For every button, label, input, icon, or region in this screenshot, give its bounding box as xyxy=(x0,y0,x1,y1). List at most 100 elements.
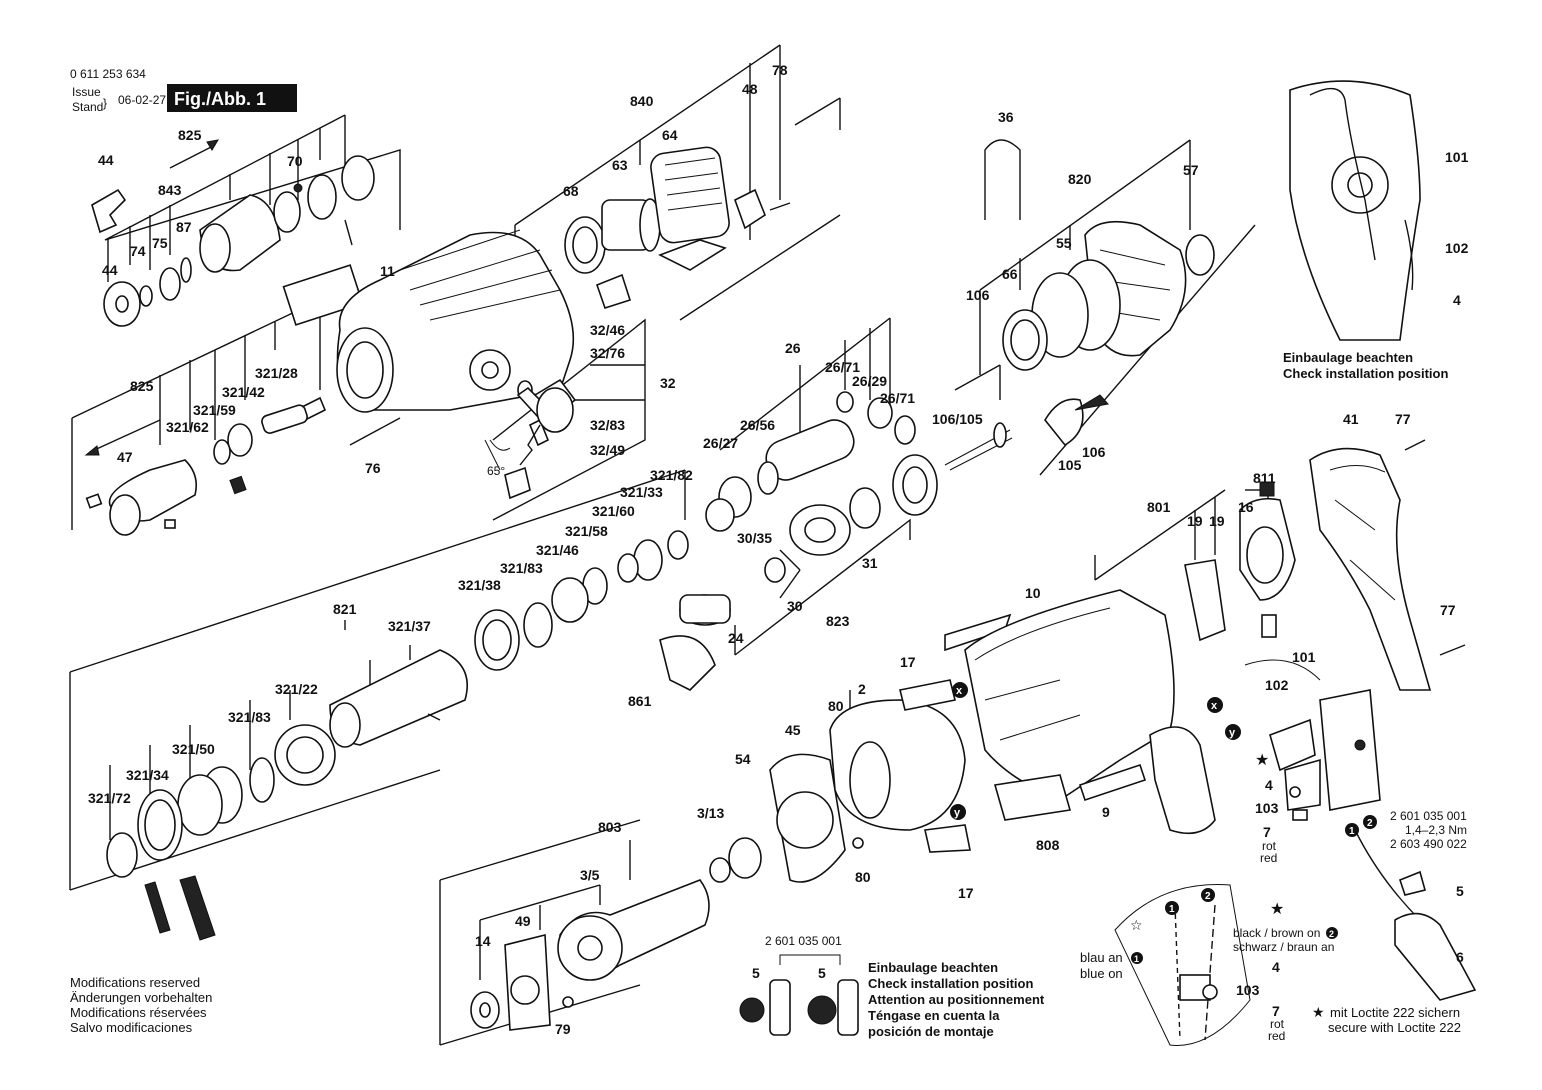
callout-c9: 9 xyxy=(1102,804,1110,820)
callout-y-mark: y xyxy=(1229,727,1236,739)
torque-part-b: 2 603 490 022 xyxy=(1390,837,1467,851)
star-icon: ★ xyxy=(1312,1005,1325,1021)
switch-parts xyxy=(1244,659,1381,821)
ring-70 xyxy=(273,191,301,233)
callout-c843: 843 xyxy=(158,182,182,198)
callout-c11: 11 xyxy=(380,263,395,279)
callout-c26-71a: 26/71 xyxy=(825,359,860,375)
callout-c80a: 80 xyxy=(828,698,844,714)
callout-c2: 2 xyxy=(858,681,866,697)
callout-c77a: 77 xyxy=(1395,411,1411,427)
callout-y-mark: y xyxy=(954,807,961,819)
mods-line-4: Salvo modificaciones xyxy=(70,1020,193,1035)
callout-c41: 41 xyxy=(1343,411,1359,427)
mods-line-3: Modifications réservées xyxy=(70,1005,207,1020)
callout-n1: 1 xyxy=(1134,954,1139,964)
part-number: 0 611 253 634 xyxy=(70,67,146,81)
inset-wiring-bottom xyxy=(1114,829,1477,1046)
inset-note-de: Einbaulage beachten xyxy=(1283,350,1413,365)
install-line-2: Check installation position xyxy=(868,976,1033,991)
callout-c825a: 825 xyxy=(178,127,202,143)
callout-c801: 801 xyxy=(1147,499,1171,515)
install-line-3: Attention au positionnement xyxy=(868,992,1045,1007)
callout-c31: 31 xyxy=(862,555,878,571)
brush-part: 2 601 035 001 xyxy=(765,934,842,948)
spring-clip-44 xyxy=(91,188,127,234)
callout-c6: 6 xyxy=(1456,949,1464,965)
install-line-1: Einbaulage beachten xyxy=(868,960,998,975)
callout-c32-49: 32/49 xyxy=(590,442,625,458)
callout-n1: 1 xyxy=(1169,904,1175,915)
callout-c78: 78 xyxy=(772,62,788,78)
star-icon: ★ xyxy=(1255,750,1269,769)
callout-c79: 79 xyxy=(555,1021,571,1037)
callout-c803: 803 xyxy=(598,819,622,835)
callout-c26-71b: 26/71 xyxy=(880,390,915,406)
callout-c321-58: 321/58 xyxy=(565,523,608,539)
issue-label: Issue xyxy=(72,85,101,99)
spindle-parts-821 xyxy=(106,530,689,941)
callout-c820: 820 xyxy=(1068,171,1092,187)
callout-c321-22: 321/22 xyxy=(275,681,318,697)
callout-c823: 823 xyxy=(826,613,850,629)
callout-c4a: 4 xyxy=(1265,777,1273,793)
callout-c5a: 5 xyxy=(818,965,826,981)
callout-c321-33: 321/33 xyxy=(620,484,663,500)
handle-9 xyxy=(1149,726,1216,835)
wire-blau-note: blau an xyxy=(1080,950,1123,965)
callout-c321-59: 321/59 xyxy=(193,402,236,418)
callout-red-b: red xyxy=(1268,1029,1285,1043)
callout-c3-13: 3/13 xyxy=(697,805,724,821)
callout-c26-56: 26/56 xyxy=(740,417,775,433)
callout-c4c: 4 xyxy=(1272,959,1280,975)
callout-c105: 105 xyxy=(1058,457,1082,473)
callout-c36: 36 xyxy=(998,109,1014,125)
callout-c106a: 106 xyxy=(966,287,990,303)
callout-c3-5: 3/5 xyxy=(580,867,600,883)
install-line-4: Téngase en cuenta la xyxy=(868,1008,1000,1023)
stand-label: Stand xyxy=(72,100,103,114)
brush-parts-32 xyxy=(484,386,574,500)
callout-c66: 66 xyxy=(1002,266,1018,282)
callout-c101b: 101 xyxy=(1445,149,1469,165)
sleeve-64 xyxy=(650,146,730,244)
wire-black-note: black / brown on xyxy=(1233,926,1320,940)
callout-c77b: 77 xyxy=(1440,602,1456,618)
callout-c30-35: 30/35 xyxy=(737,530,772,546)
ring-57 xyxy=(1185,234,1215,276)
chuck-parts xyxy=(91,155,375,327)
callout-c825b: 825 xyxy=(130,378,154,394)
callout-c101a: 101 xyxy=(1292,649,1316,665)
callout-c321-62: 321/62 xyxy=(166,419,209,435)
callout-c861: 861 xyxy=(628,693,652,709)
callout-c321-37: 321/37 xyxy=(388,618,431,634)
callout-c47: 47 xyxy=(117,449,133,465)
callout-c106b: 106 xyxy=(1082,444,1106,460)
label-808 xyxy=(993,774,1072,821)
callout-n2: 2 xyxy=(1329,929,1334,939)
gear-housing xyxy=(336,229,577,447)
mods-line-2: Änderungen vorbehalten xyxy=(70,990,212,1005)
callout-c102b: 102 xyxy=(1445,240,1469,256)
callout-c5a: 5 xyxy=(752,965,760,981)
inset-note-en: Check installation position xyxy=(1283,366,1448,381)
callout-c808: 808 xyxy=(1036,837,1060,853)
callout-c55: 55 xyxy=(1056,235,1072,251)
torque-value: 1,4–2,3 Nm xyxy=(1405,823,1467,837)
callout-c321-34: 321/34 xyxy=(126,767,169,783)
callout-c19a: 19 xyxy=(1187,513,1203,529)
callout-c19b: 19 xyxy=(1209,513,1225,529)
callout-c811: 811 xyxy=(1253,470,1276,486)
piston-parts xyxy=(659,391,938,691)
callout-c49: 49 xyxy=(515,913,531,929)
callout-c45: 45 xyxy=(785,722,801,738)
callout-c321-42: 321/42 xyxy=(222,384,265,400)
callout-c14: 14 xyxy=(475,933,491,949)
armature-parts xyxy=(470,679,971,1031)
handle-41 xyxy=(1309,439,1466,691)
callout-c17a: 17 xyxy=(900,654,916,670)
callout-c321-46: 321/46 xyxy=(536,542,579,558)
loctite-en: secure with Loctite 222 xyxy=(1328,1020,1461,1035)
brush-detail xyxy=(739,954,859,1036)
callout-c5a: 5 xyxy=(1456,883,1464,899)
